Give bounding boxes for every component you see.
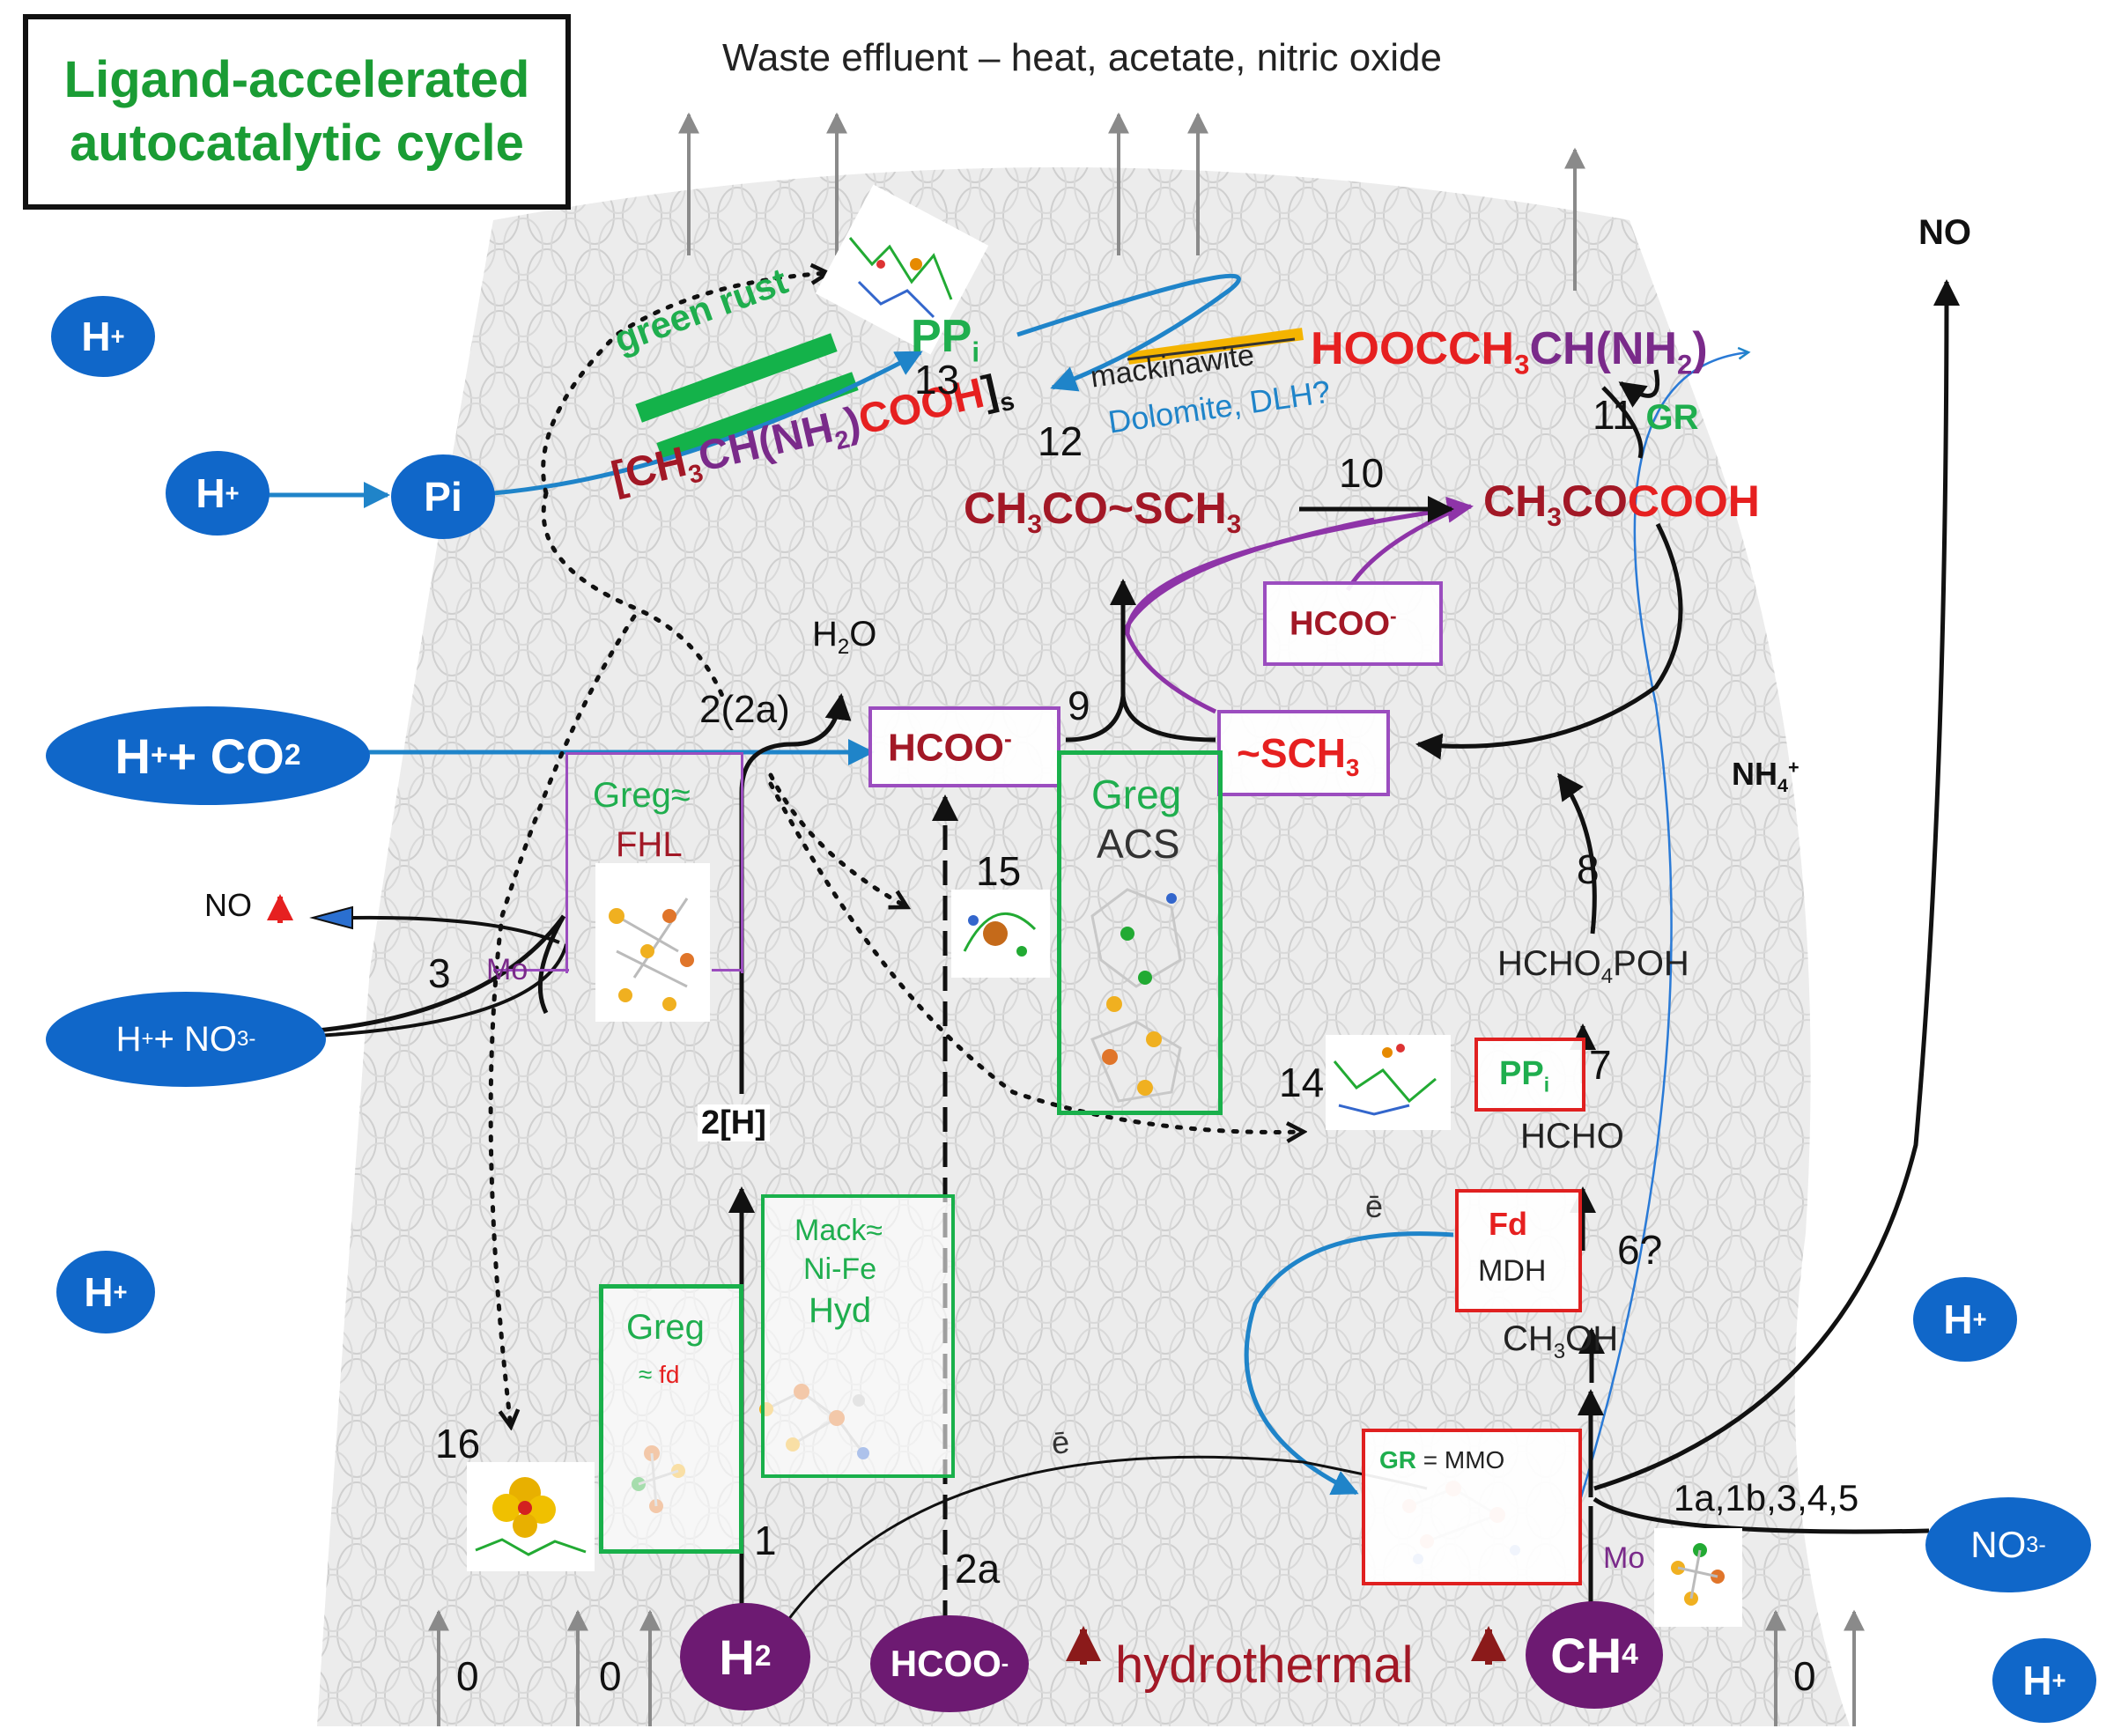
title-box: Ligand-accelerated autocatalytic cycle <box>23 14 571 210</box>
step-16: 16 <box>435 1421 481 1466</box>
step-2: 2(2a) <box>699 688 790 731</box>
hcoo-box-label: HCOO- <box>888 726 1012 770</box>
fhl-box-left-tab <box>493 969 569 971</box>
ppi-box-label: PPi <box>1499 1055 1550 1097</box>
alanine-label: HOOCCH3CH(NH2) <box>1311 323 1708 380</box>
ppi-top-label: PPi <box>911 311 980 368</box>
h-plus-node-4: H+ <box>1913 1277 2017 1362</box>
step-9: 9 <box>1068 683 1090 728</box>
pi-node: Pi <box>391 454 495 539</box>
thioester-label: CH3CO~SCH3 <box>964 484 1242 539</box>
step-14: 14 <box>1279 1060 1325 1105</box>
title-line-2: autocatalytic cycle <box>70 115 524 172</box>
fhl-box: Greg≈ FHL <box>565 752 743 973</box>
sch3-box: ~SCH3 <box>1217 710 1390 796</box>
greg-acs-label-b: ACS <box>1097 821 1180 867</box>
greg-fhl-label-b: FHL <box>616 825 683 864</box>
nh4-label: NH4+ <box>1732 756 1800 797</box>
mack-box: Mack≈ Ni-Fe Hyd <box>761 1194 955 1478</box>
hcoo-node: HCOO- <box>870 1615 1029 1712</box>
fd-mdh-box: Fd MDH <box>1455 1189 1582 1312</box>
greg-fd-label-b: ≈ fd <box>639 1361 680 1388</box>
thin-blue-arrow <box>1579 352 1748 1498</box>
h2o-label: H2O <box>812 615 877 659</box>
step-0-a: 0 <box>456 1653 479 1699</box>
blue-arrows <box>269 273 1454 1496</box>
mdh-label: MDH <box>1478 1254 1547 1288</box>
h-plus-node-3: H+ <box>56 1251 155 1333</box>
dotted-arrows <box>488 273 1304 1427</box>
mo-right-label: Mo <box>1603 1541 1645 1575</box>
mack-label-c: Hyd <box>809 1291 872 1330</box>
ppi-box: PPi <box>1474 1038 1585 1112</box>
step-11: 11 GR <box>1593 392 1699 438</box>
hcho4poh-label: HCHO4POH <box>1497 944 1689 988</box>
h-plus-node-2: H+ <box>166 451 270 536</box>
step-2a: 2a <box>955 1546 1001 1592</box>
step-1: 1 <box>754 1518 777 1563</box>
title-line-1: Ligand-accelerated <box>63 50 530 108</box>
h-plus-node-1: H+ <box>51 296 155 377</box>
step-0-b: 0 <box>599 1653 622 1699</box>
greg-fd-box: Greg ≈ fd <box>599 1284 743 1554</box>
step-7: 7 <box>1589 1042 1612 1088</box>
fhl-box-right-tab <box>712 969 742 971</box>
step-0-c: 0 <box>1793 1653 1816 1699</box>
step-6: 6? <box>1617 1227 1663 1273</box>
h-plus-node-5: H+ <box>1992 1638 2096 1723</box>
step-3: 3 <box>428 950 451 996</box>
header-text: Waste effluent – heat, acetate, nitric o… <box>722 36 1442 79</box>
step-1a: 1a,1b,3,4,5 <box>1674 1477 1859 1518</box>
greg-fd-label-a: Greg <box>626 1308 705 1347</box>
no-top-label: NO <box>1918 213 1971 252</box>
greg-fhl-label-a: Greg≈ <box>593 776 691 815</box>
step-12: 12 <box>1038 418 1083 464</box>
step-10: 10 <box>1339 450 1385 496</box>
acs-box: Greg ACS <box>1057 750 1223 1115</box>
mmo-box: GR = MMO <box>1362 1429 1582 1585</box>
pyruvate-label: CH3COCOOH <box>1483 476 1760 532</box>
hcoo-box: HCOO- <box>868 706 1060 787</box>
hcoo-box-top: HCOO- <box>1263 581 1443 666</box>
hcoo-box-top-label: HCOO- <box>1290 604 1397 643</box>
greg-acs-label-a: Greg <box>1091 772 1182 817</box>
ch3oh-label: CH3OH <box>1503 1319 1619 1363</box>
mack-label-b: Ni-Fe <box>803 1252 877 1286</box>
fd-label: Fd <box>1489 1206 1527 1242</box>
mo-left-label: Mo <box>486 953 528 986</box>
hcho-label: HCHO <box>1520 1117 1624 1156</box>
electron-label-top: ē <box>1365 1188 1384 1224</box>
step-13: 13 <box>914 357 960 403</box>
hydrothermal-label: hydrothermal <box>1115 1636 1414 1694</box>
no-left-label: NO <box>204 887 252 923</box>
mack-label-a: Mack≈ <box>794 1214 883 1247</box>
green-rust-bars <box>635 333 859 462</box>
step-15: 15 <box>976 848 1022 894</box>
gr-mmo-label: GR = MMO <box>1379 1446 1505 1474</box>
effluent-arrows <box>678 112 1585 291</box>
no-arrows <box>316 915 568 1038</box>
inflow-arrows <box>428 1609 1865 1726</box>
electron-label-bottom: ē <box>1049 1423 1072 1461</box>
step-8: 8 <box>1577 846 1600 892</box>
sch3-label: ~SCH3 <box>1237 730 1360 782</box>
two-h-label: 2[H] <box>698 1104 770 1141</box>
